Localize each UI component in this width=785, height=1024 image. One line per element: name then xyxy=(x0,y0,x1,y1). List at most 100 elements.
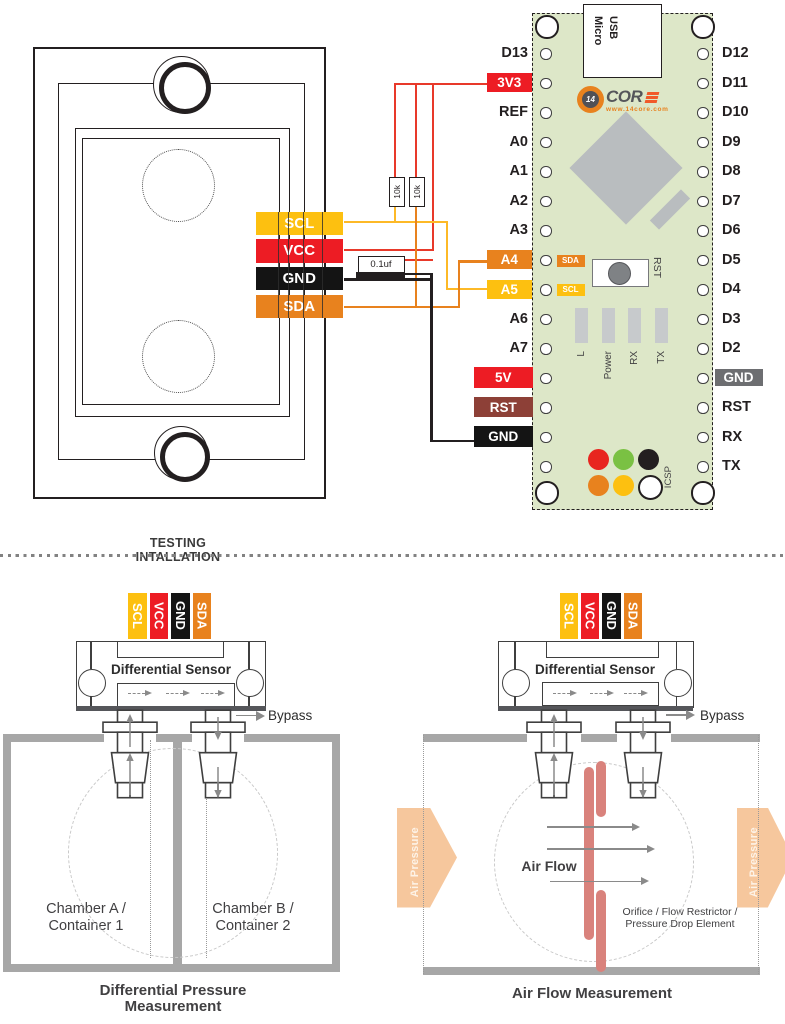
pin-hole xyxy=(540,461,552,473)
sensor-edge-line xyxy=(302,211,304,318)
flow-arrow-line xyxy=(128,693,145,695)
sensor-screw-hole xyxy=(663,668,692,697)
flow-arrow-head xyxy=(218,690,225,696)
pin-label-TX: TX xyxy=(722,458,741,474)
port-circle-bottom-ring xyxy=(160,432,210,482)
wire-tag-scl-left-diagram: SCL xyxy=(128,593,147,639)
flow-arrow-head xyxy=(570,689,577,696)
wire-tag-sda: SDA xyxy=(255,294,343,318)
led-bar xyxy=(628,308,641,343)
pin-label-D7: D7 xyxy=(722,192,741,209)
sensor-edge-line xyxy=(321,211,323,318)
chamber-wall xyxy=(423,966,760,975)
pin-label-GND: GND xyxy=(714,368,763,387)
pin-label-GND: GND xyxy=(474,426,533,447)
pin-label-A3: A3 xyxy=(509,222,528,238)
bypass-arrow-line xyxy=(236,714,256,717)
pin-label-D3: D3 xyxy=(722,310,741,327)
pin-hole xyxy=(697,402,709,414)
wire-tag-scl: SCL xyxy=(255,211,343,235)
pin-label-D12: D12 xyxy=(722,45,749,61)
screw-axis-line xyxy=(675,694,678,707)
mounting-hole xyxy=(535,15,559,39)
pin-hole xyxy=(697,136,709,149)
chamber-wall xyxy=(244,733,340,742)
reset-button-label-wrap: RST xyxy=(651,257,664,278)
screw-axis-line xyxy=(675,642,678,669)
led-bar xyxy=(575,308,588,343)
wire-tag-sda-left-diagram: SDA xyxy=(192,593,212,639)
pin-hole xyxy=(697,372,709,385)
diff-sensor-label-left: Differential Sensor xyxy=(110,661,232,677)
pin-hole xyxy=(540,343,552,355)
chamber-wall xyxy=(332,733,340,972)
bypass-arrow-line xyxy=(666,714,686,716)
bypass-arrow-head xyxy=(256,710,265,721)
air-flow-arrow-head xyxy=(641,877,649,886)
wire xyxy=(446,287,490,290)
sensor-screw-hole xyxy=(502,668,530,697)
screw-axis-line xyxy=(514,642,516,669)
led-indicator xyxy=(613,474,634,496)
pin-label-D13: D13 xyxy=(501,45,528,61)
chamber-wall xyxy=(3,733,11,972)
screw-axis-line xyxy=(248,694,250,707)
wire-tag-vcc-left-diagram: VCC xyxy=(149,593,169,639)
pin-hole xyxy=(540,77,552,90)
wire-tag-gnd: GND xyxy=(255,266,343,290)
wire-tag-label: GND xyxy=(604,601,620,631)
sensor-base-bar-left xyxy=(75,705,266,711)
mounting-hole xyxy=(691,15,715,39)
wire xyxy=(457,261,461,308)
diaphragm-circle-bottom xyxy=(141,319,215,393)
orifice-bar xyxy=(595,761,606,817)
screw-axis-line xyxy=(90,642,92,669)
resistor-value: 10k xyxy=(391,185,402,199)
dotted-reference-line xyxy=(205,740,207,958)
wire xyxy=(404,272,432,276)
air-flow-arrow-line xyxy=(547,826,632,828)
pin-hole xyxy=(697,284,709,296)
diff-sensor-top-port-left xyxy=(116,641,224,658)
pin-label-5V: 5V xyxy=(474,367,533,388)
wire xyxy=(414,205,418,308)
led-indicator xyxy=(638,474,663,500)
wire xyxy=(430,272,433,442)
air-pressure-arrow-left xyxy=(397,807,457,908)
reset-button-label: RST xyxy=(651,257,663,278)
pin-label-A0: A0 xyxy=(509,133,528,150)
pin-label-A1: A1 xyxy=(509,163,528,179)
flow-arrow-line xyxy=(166,693,183,695)
wire-tag-label: SDA xyxy=(625,602,641,630)
sensor-base-bar-right xyxy=(497,705,693,711)
wire-tag-label: SDA xyxy=(194,602,210,630)
pin-label-D10: D10 xyxy=(722,104,749,120)
mounting-hole xyxy=(535,481,559,505)
pin-hole xyxy=(697,166,709,178)
led-label: L xyxy=(576,351,587,357)
caption-left-line2: Measurement xyxy=(124,998,222,1015)
pin-label-A2: A2 xyxy=(509,192,528,209)
dotted-reference-line xyxy=(150,740,151,958)
usb-label-line1: Micro xyxy=(592,16,604,46)
pin-label-D4: D4 xyxy=(722,281,741,297)
flow-channel-left xyxy=(116,682,235,707)
screw-axis-line xyxy=(90,694,92,707)
reset-button xyxy=(608,261,631,285)
flow-arrow-head xyxy=(145,690,152,696)
led-label: Power xyxy=(602,351,614,380)
pin-hole xyxy=(540,402,552,414)
flow-channel-right xyxy=(541,682,659,706)
pin-label-3V3: 3V3 xyxy=(486,73,532,92)
pin-label-D2: D2 xyxy=(722,340,741,356)
led-label-wrap: RX xyxy=(628,351,641,365)
led-bar xyxy=(601,308,615,343)
orifice-bar xyxy=(595,890,606,972)
scl-silk-tag: SCL xyxy=(556,283,585,296)
air-flow-arrow-head xyxy=(632,822,640,831)
bypass-label-right: Bypass xyxy=(700,707,745,723)
wire xyxy=(344,305,460,309)
dotted-divider-line xyxy=(0,553,785,557)
